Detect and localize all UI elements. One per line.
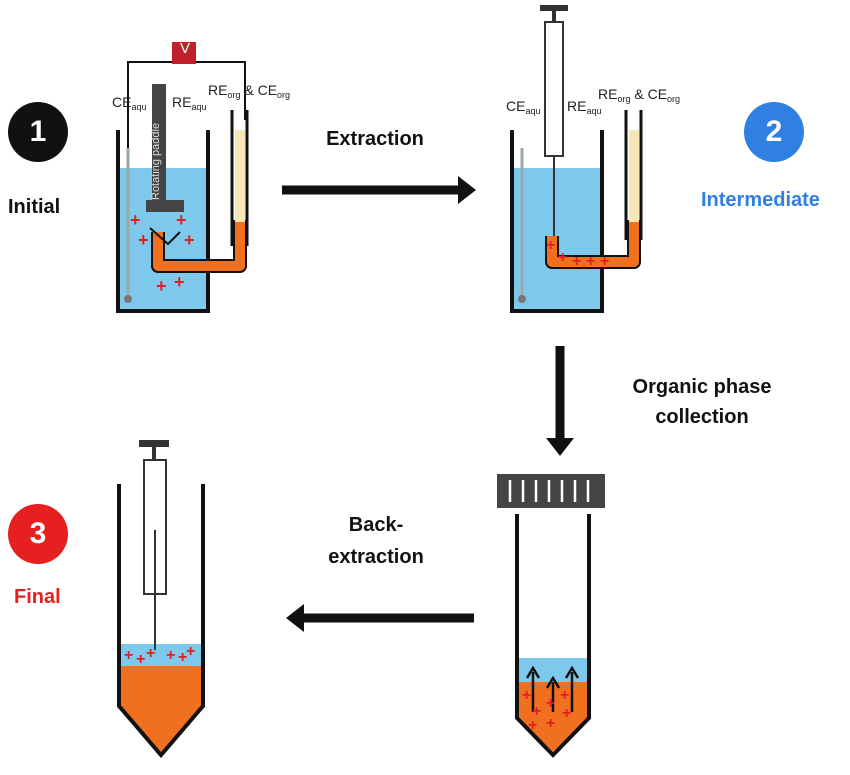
- final-tube: +++ +++: [117, 440, 205, 759]
- organic-phase-collection: [519, 682, 587, 752]
- aqueous-phase-collection: [519, 658, 587, 682]
- stage-label-initial: Initial: [8, 196, 61, 218]
- ions-initial: +++ +++: [130, 210, 195, 296]
- svg-text:+: +: [546, 237, 555, 254]
- step-label-organic-collection-1: Organic phase: [632, 376, 772, 398]
- label-ce-aqu-1: CEaqu: [112, 94, 147, 112]
- svg-text:+: +: [186, 643, 195, 660]
- organic-utube-initial: [153, 220, 245, 271]
- collection-tube: +++ ++++: [497, 474, 605, 758]
- rotating-paddle-blade: [146, 200, 184, 212]
- rotating-paddle-shaft: [152, 84, 166, 204]
- syringe-barrel-2: [544, 21, 564, 157]
- label-re-aqu-2: REaqu: [567, 98, 602, 116]
- step-label-organic-collection-2: collection: [655, 406, 749, 428]
- beaker-initial: +++ +++: [116, 42, 249, 313]
- label-re-aqu-1: REaqu: [172, 94, 207, 112]
- svg-text:+: +: [130, 210, 141, 230]
- organic-phase-final: [121, 666, 201, 752]
- svg-text:+: +: [124, 647, 133, 664]
- label-re-ce-org-2: REorg & CEorg: [598, 86, 681, 104]
- svg-text:+: +: [174, 272, 185, 292]
- svg-text:+: +: [586, 253, 595, 270]
- organic-column-intermediate: [629, 130, 639, 222]
- badge-step-2: 2: [744, 102, 804, 162]
- svg-text:+: +: [136, 651, 145, 668]
- svg-text:+: +: [572, 253, 581, 270]
- syringe-plunger-3: [139, 440, 169, 447]
- svg-text:+: +: [528, 717, 537, 734]
- svg-text:+: +: [532, 703, 541, 720]
- step-label-extraction: Extraction: [326, 128, 424, 150]
- svg-text:+: +: [166, 647, 175, 664]
- voltmeter-label: V: [179, 40, 190, 57]
- organic-column-initial: [235, 130, 245, 222]
- svg-text:+: +: [176, 210, 187, 230]
- ions-final: +++ +++: [124, 643, 195, 668]
- stage-label-final: Final: [14, 586, 61, 608]
- voltmeter-box: [172, 42, 196, 64]
- svg-text:+: +: [178, 649, 187, 666]
- label-ce-aqu-2: CEaqu: [506, 98, 541, 116]
- step-label-back-extraction-2: extraction: [328, 546, 424, 568]
- label-re-ce-org-1: REorg & CEorg: [208, 82, 291, 100]
- wire-re: [196, 61, 246, 120]
- svg-text:+: +: [146, 645, 155, 662]
- step-label-back-extraction-1: Back-: [348, 514, 404, 536]
- beaker-intermediate: +++ ++: [510, 5, 643, 313]
- badge-step-3: 3: [8, 504, 68, 564]
- svg-text:+: +: [156, 276, 167, 296]
- stage-label-intermediate: Intermediate: [701, 189, 820, 211]
- svg-text:+: +: [560, 687, 569, 704]
- badge-step-1: 1: [8, 102, 68, 162]
- svg-text:+: +: [558, 249, 567, 266]
- svg-text:+: +: [600, 253, 609, 270]
- svg-text:+: +: [546, 715, 555, 732]
- aqueous-phase-final: [121, 644, 201, 666]
- svg-text:+: +: [138, 230, 149, 250]
- arrow-back-extraction: [286, 604, 474, 632]
- ions-collection: +++ ++++: [522, 687, 571, 734]
- arrow-extraction: [282, 176, 476, 204]
- arrow-organic-collection: [546, 346, 574, 456]
- wire-ce: [127, 61, 172, 148]
- paddle-label: Rotating paddle: [150, 122, 162, 200]
- organic-utube-intermediate: [547, 220, 639, 267]
- ions-intermediate: +++ ++: [546, 237, 609, 270]
- svg-text:+: +: [562, 705, 571, 722]
- svg-text:+: +: [522, 687, 531, 704]
- svg-text:+: +: [184, 230, 195, 250]
- svg-text:+: +: [546, 695, 555, 712]
